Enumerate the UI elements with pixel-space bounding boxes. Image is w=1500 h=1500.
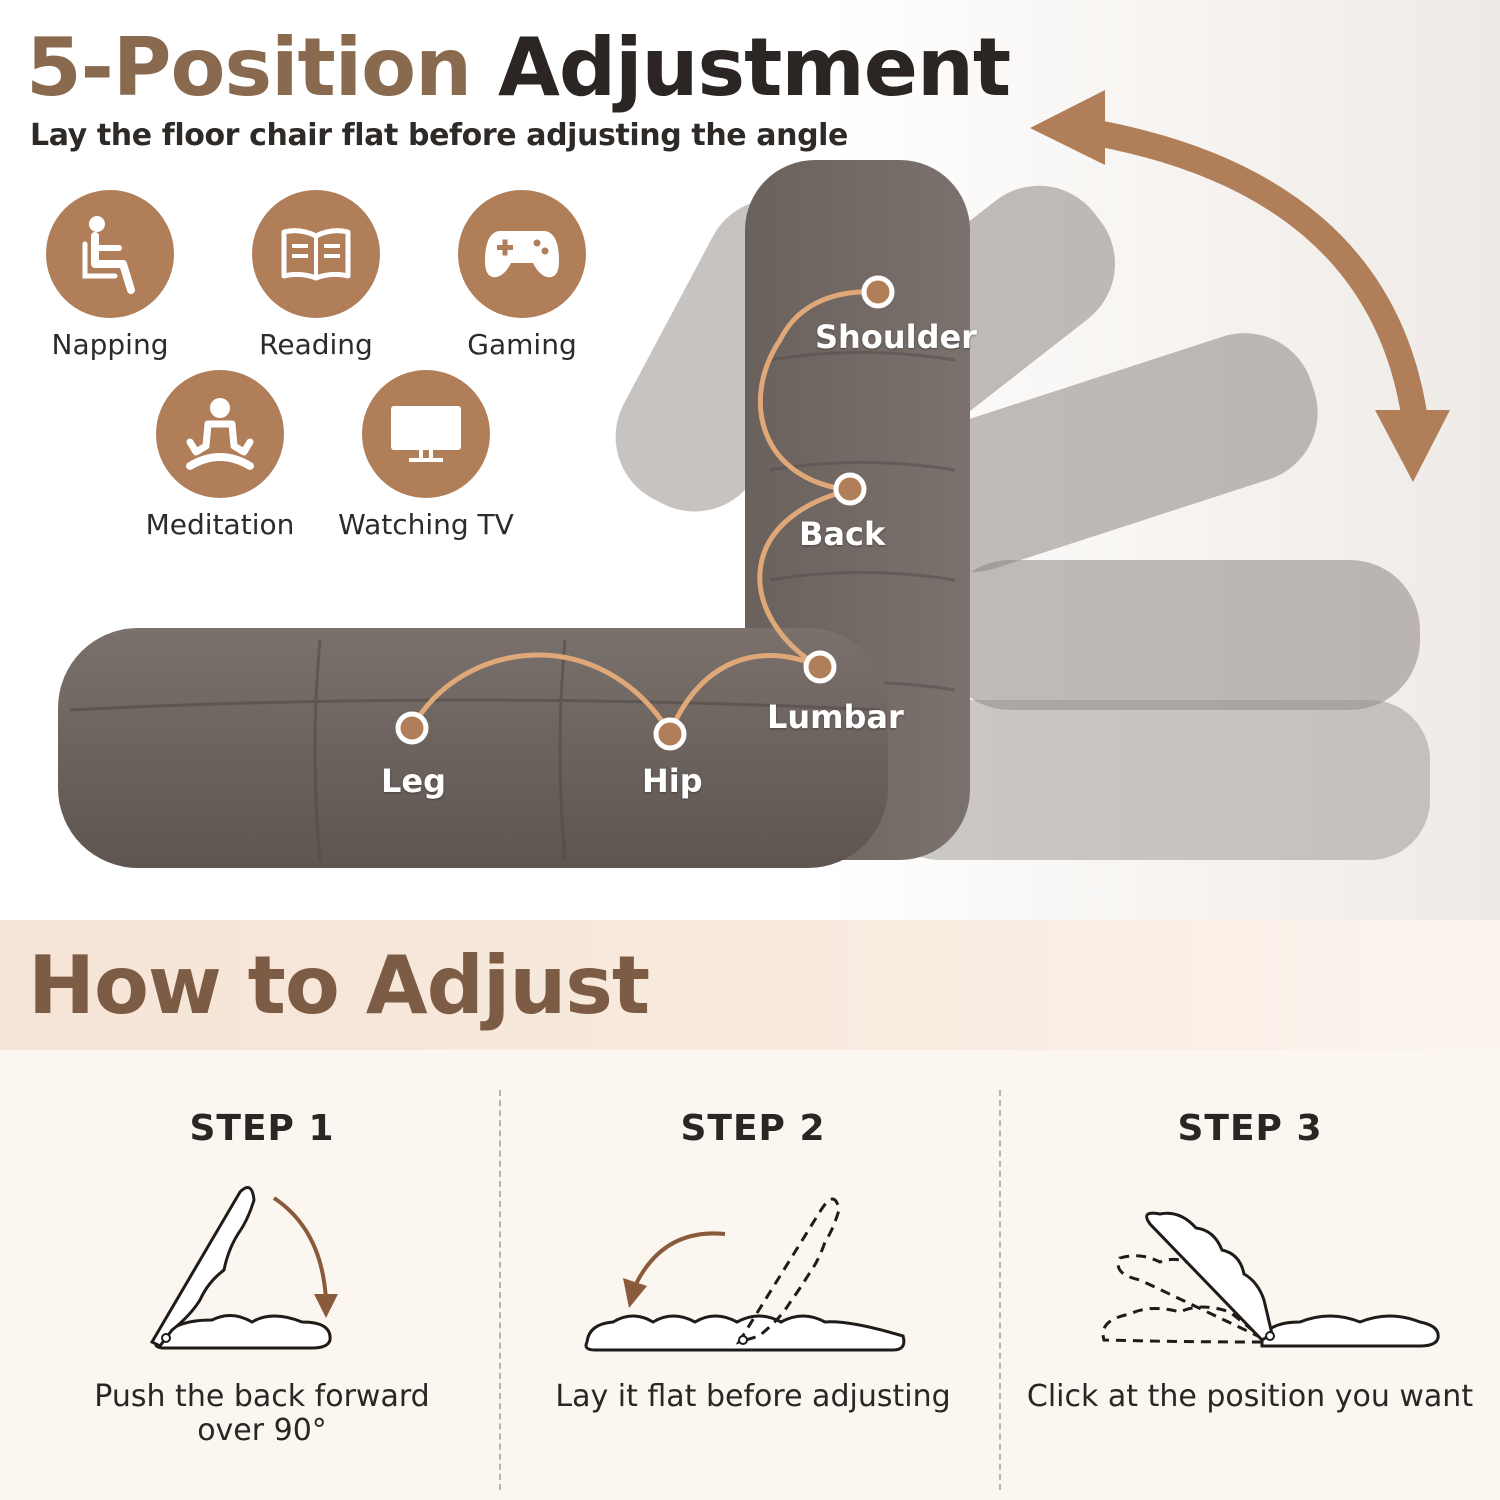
shoulder-label: Shoulder <box>815 318 977 356</box>
use-napping: Napping <box>10 190 210 361</box>
how-to-title: How to Adjust <box>28 939 650 1032</box>
recline-arc <box>1077 117 1428 422</box>
use-label: Meditation <box>145 508 295 541</box>
leg-point <box>395 711 429 745</box>
step-description-line: Click at the position you want <box>1026 1379 1474 1414</box>
use-reading: Reading <box>216 190 416 361</box>
shoulder-point <box>861 275 895 309</box>
title-main: Adjustment <box>497 21 1011 114</box>
step-title: STEP 2 <box>680 1108 826 1149</box>
step-description-line: over 90° <box>197 1413 327 1448</box>
use-label: Reading <box>259 328 373 361</box>
meditation-icon <box>156 370 284 498</box>
lumbar-point <box>803 650 837 684</box>
step-divider <box>499 1090 501 1490</box>
use-label: Gaming <box>467 328 577 361</box>
step-2-diagram <box>584 1197 906 1352</box>
step-title: STEP 3 <box>1177 1108 1323 1149</box>
chair-seat <box>58 628 888 868</box>
step-1: STEP 1 Push the back forward over 90° <box>12 1050 512 1500</box>
page-subtitle: Lay the floor chair flat before adjustin… <box>30 118 848 153</box>
recline-arrow-head-left <box>1030 90 1105 165</box>
step-divider <box>999 1090 1001 1490</box>
use-watching-tv: Watching TV <box>326 370 526 541</box>
gaming-icon <box>458 190 586 318</box>
chair-illustration <box>58 90 1450 868</box>
use-label: Napping <box>51 328 169 361</box>
ghost-position-low <box>898 333 1318 573</box>
reading-icon <box>252 190 380 318</box>
recline-arrow-head-right <box>1375 410 1450 482</box>
step-title: STEP 1 <box>189 1108 335 1149</box>
hip-label: Hip <box>642 762 703 800</box>
title-highlight: 5-Position <box>26 21 472 114</box>
how-to-band: How to Adjust <box>0 920 1500 1050</box>
leg-label: Leg <box>381 762 446 800</box>
step-2: STEP 2 Lay it flat before adjusting <box>503 1050 1003 1500</box>
step-description-line: Lay it flat before adjusting <box>555 1379 951 1414</box>
step-3-diagram <box>1101 1211 1440 1348</box>
use-label: Watching TV <box>338 508 514 541</box>
watching-tv-icon <box>362 370 490 498</box>
use-meditation: Meditation <box>120 370 320 541</box>
lumbar-label: Lumbar <box>767 698 904 736</box>
steps-section: STEP 1 Push the back forward over 90° ST… <box>0 1050 1500 1500</box>
step-description-line: Push the back forward <box>94 1379 430 1414</box>
step-1-diagram <box>149 1186 338 1350</box>
hip-point <box>653 717 687 751</box>
step-3: STEP 3 Click at the position you want <box>1000 1050 1500 1500</box>
step-description: Lay it flat before adjusting <box>503 1380 1003 1414</box>
napping-icon <box>46 190 174 318</box>
ghost-seat <box>880 700 1430 860</box>
adjustment-section: 5-Position Adjustment Lay the floor chai… <box>0 0 1500 920</box>
use-gaming: Gaming <box>422 190 622 361</box>
support-curve <box>409 289 879 739</box>
ghost-position-flat <box>940 560 1420 710</box>
step-description: Push the back forward over 90° <box>12 1380 512 1448</box>
back-label: Back <box>799 515 886 553</box>
page-title: 5-Position Adjustment <box>26 20 1011 116</box>
step-description: Click at the position you want <box>1000 1380 1500 1414</box>
back-point <box>833 472 867 506</box>
